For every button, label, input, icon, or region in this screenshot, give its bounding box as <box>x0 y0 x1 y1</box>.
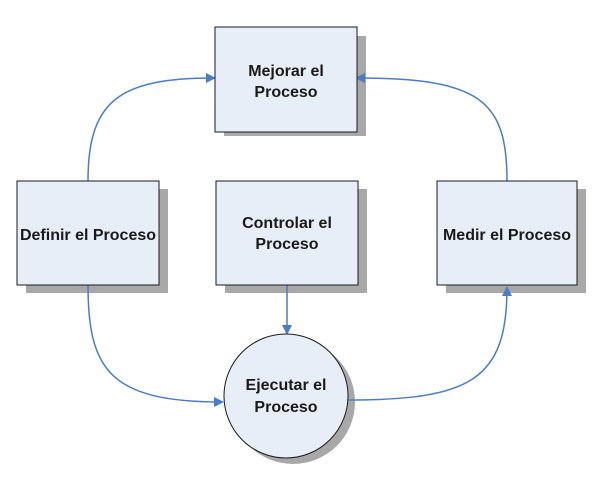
circle-ejecutar <box>223 333 349 459</box>
node-medir: Medir el Proceso <box>436 180 578 286</box>
label-controlar-line1: Controlar el <box>242 215 332 232</box>
arrow-medir-to-mejorar <box>355 73 508 182</box>
node-controlar: Controlar el Proceso <box>215 180 359 286</box>
node-definir: Definir el Proceso <box>16 180 160 286</box>
arrows <box>87 73 512 407</box>
label-ejecutar-line1: Ejecutar el <box>246 377 327 394</box>
label-controlar-line2: Proceso <box>255 236 318 253</box>
node-ejecutar: Ejecutar el Proceso <box>223 333 349 459</box>
label-definir: Definir el Proceso <box>20 227 156 244</box>
label-mejorar-line1: Mejorar el <box>248 63 324 80</box>
label-ejecutar-line2: Proceso <box>254 399 317 416</box>
label-mejorar-line2: Proceso <box>254 84 317 101</box>
box-definir <box>16 180 160 286</box>
label-medir: Medir el Proceso <box>443 227 571 244</box>
box-medir <box>436 180 578 286</box>
arrow-definir-to-ejecutar <box>87 284 224 407</box>
box-mejorar <box>214 26 358 133</box>
arrow-definir-to-mejorar <box>87 73 216 182</box>
box-controlar <box>215 180 359 286</box>
node-mejorar: Mejorar el Proceso <box>214 26 358 133</box>
arrow-ejecutar-to-medir <box>347 286 512 401</box>
